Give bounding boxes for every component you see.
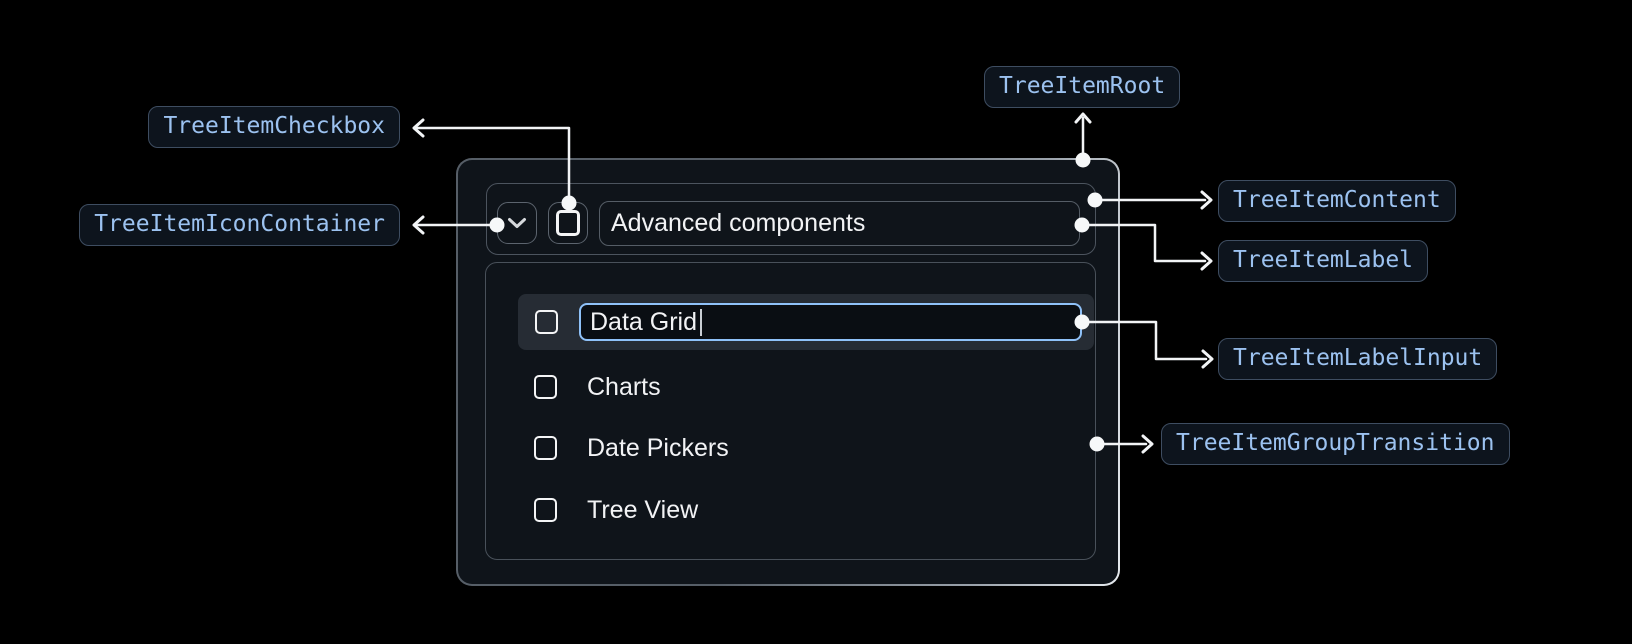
tree-item-root: Advanced components Data Grid Charts: [458, 160, 1118, 584]
tree-item-content[interactable]: Advanced components: [486, 183, 1096, 255]
annotation-tree-item-label-input: TreeItemLabelInput: [1218, 338, 1498, 380]
arrowhead-right: [1200, 251, 1213, 271]
arrowhead-right: [1200, 190, 1213, 210]
tree-item-checkbox[interactable]: [548, 202, 588, 244]
arrowhead-left: [412, 118, 425, 138]
tree-row-date-pickers[interactable]: Date Pickers: [534, 433, 729, 462]
annotation-tree-item-content: TreeItemContent: [1218, 180, 1456, 222]
annotation-tree-item-checkbox: TreeItemCheckbox: [148, 106, 400, 148]
checkbox-unchecked-icon[interactable]: [534, 498, 557, 522]
tree-item-label-input[interactable]: Data Grid: [579, 303, 1082, 341]
checkbox-unchecked-icon[interactable]: [534, 436, 557, 460]
label-input-value: Data Grid: [590, 307, 697, 336]
tree-item-group-transition: Data Grid Charts Date Pickers Tree View: [485, 262, 1096, 560]
arrowhead-right: [1141, 434, 1154, 454]
chevron-down-icon: [508, 218, 526, 228]
tree-row-label: Charts: [587, 372, 661, 401]
text-cursor: [699, 308, 702, 336]
tree-item-label[interactable]: Advanced components: [599, 200, 1080, 246]
annotation-tree-item-root: TreeItemRoot: [984, 66, 1181, 108]
annotation-tree-item-group-transition: TreeItemGroupTransition: [1161, 423, 1510, 465]
arrowhead-right: [1201, 349, 1214, 369]
tree-item-icon-container[interactable]: [497, 202, 537, 244]
tree-row-charts[interactable]: Charts: [534, 372, 661, 401]
arrowhead-up: [1074, 112, 1092, 124]
tree-row-label: Tree View: [587, 495, 699, 524]
tree-item-root-outline: Advanced components Data Grid Charts: [456, 158, 1120, 586]
annotation-tree-item-icon-container: TreeItemIconContainer: [79, 204, 400, 246]
checkbox-unchecked-icon[interactable]: [535, 310, 558, 334]
annotation-tree-item-label: TreeItemLabel: [1218, 240, 1429, 282]
tree-row-label: Date Pickers: [587, 433, 729, 462]
tree-row-tree-view[interactable]: Tree View: [534, 495, 699, 524]
arrowhead-left: [412, 215, 425, 235]
tree-item-label-text: Advanced components: [611, 208, 866, 237]
checkbox-unchecked-icon: [556, 210, 580, 236]
tree-row-data-grid[interactable]: Data Grid: [518, 294, 1094, 350]
checkbox-unchecked-icon[interactable]: [534, 375, 557, 399]
